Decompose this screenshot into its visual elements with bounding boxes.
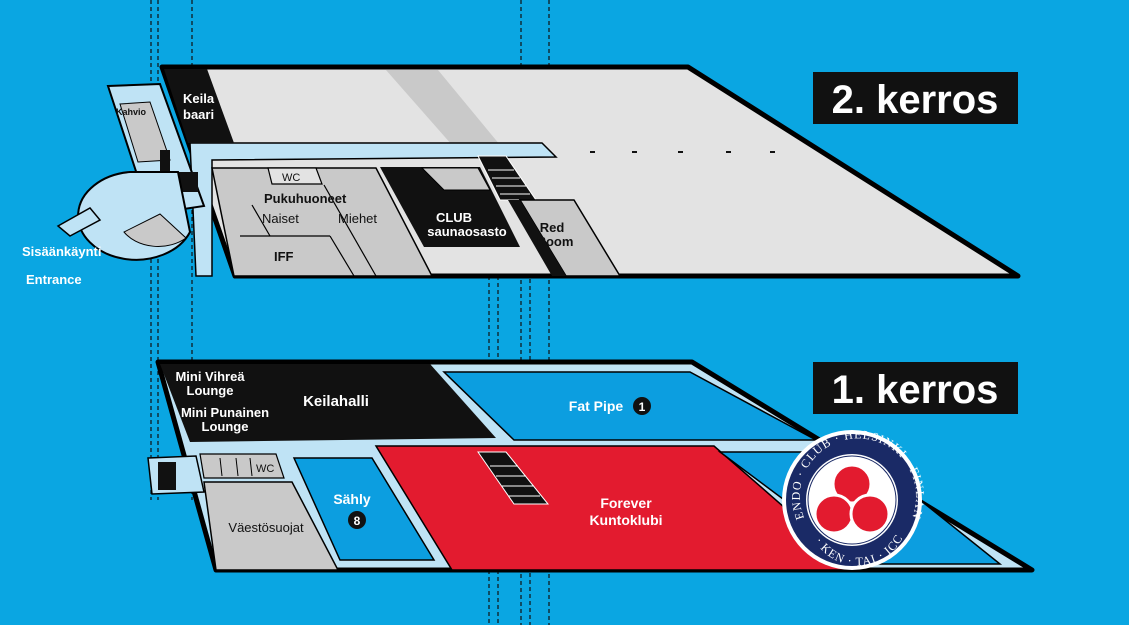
label-club-1: CLUB: [436, 210, 472, 225]
hall-stripe: [386, 70, 500, 145]
label-mini-punainen-2: Lounge: [202, 419, 249, 434]
label-fat-pipe-number: 1: [639, 400, 646, 414]
floor-title-2: 2. kerros: [813, 72, 1018, 124]
upper-wc-room: [267, 167, 323, 185]
label-mini-vihrea-1: Mini Vihreä: [175, 369, 245, 384]
label-sahly: Sähly: [333, 491, 371, 507]
keilahalli-room: [160, 364, 496, 442]
label-forever-2: Kuntoklubi: [589, 512, 662, 528]
entrance-label-en: Entrance: [26, 272, 82, 287]
floor-title-1: 1. kerros: [813, 362, 1018, 414]
upper-corridor: [189, 142, 558, 277]
tomoe-mark: [813, 463, 891, 535]
label-iff: IFF: [274, 249, 294, 264]
floor-2-title: 2. kerros: [832, 78, 999, 122]
keilabaari-room: [164, 69, 234, 143]
label-miehet: Miehet: [338, 211, 377, 226]
locker-rooms: [211, 167, 434, 277]
label-mini-punainen-1: Mini Punainen: [181, 405, 269, 420]
label-keilabaari-1: Keila: [183, 91, 215, 106]
label-upper-wc: WC: [282, 172, 300, 184]
label-fat-pipe: Fat Pipe: [569, 398, 624, 414]
fat-pipe-badge: [633, 397, 651, 415]
label-forever-1: Forever: [600, 495, 652, 511]
label-kahvio: Kahvio: [116, 107, 147, 117]
upper-floor: Keila baari Kahvio WC Pukuhuoneet Naiset…: [56, 64, 1021, 279]
label-naiset: Naiset: [262, 211, 299, 226]
label-sahly-number: 8: [354, 514, 361, 528]
sahly-court: [292, 457, 436, 561]
label-mini-vihrea-2: Lounge: [187, 383, 234, 398]
floor-1-title: 1. kerros: [832, 368, 999, 412]
label-red-room-2: Room: [537, 234, 574, 249]
entrance-ramp: [56, 207, 102, 237]
lower-wc-room: [199, 453, 285, 479]
label-pukuhuoneet: Pukuhuoneet: [264, 191, 347, 206]
lower-wc-lines: [219, 457, 253, 477]
label-keilahalli: Keilahalli: [303, 393, 369, 410]
label-club-2: saunaosasto: [427, 224, 507, 239]
label-red-room-1: Red: [540, 220, 565, 235]
red-room: [518, 199, 622, 277]
label-lower-wc: WC: [256, 463, 274, 475]
entrance-label-fi: Sisäänkäynti: [22, 244, 102, 259]
label-keilabaari-2: baari: [183, 107, 214, 122]
label-vaestosuojat: Väestösuojat: [228, 520, 304, 535]
sahly-badge: [348, 511, 366, 529]
lower-stairs: [477, 451, 550, 505]
vaestosuojat-room: [203, 481, 340, 571]
